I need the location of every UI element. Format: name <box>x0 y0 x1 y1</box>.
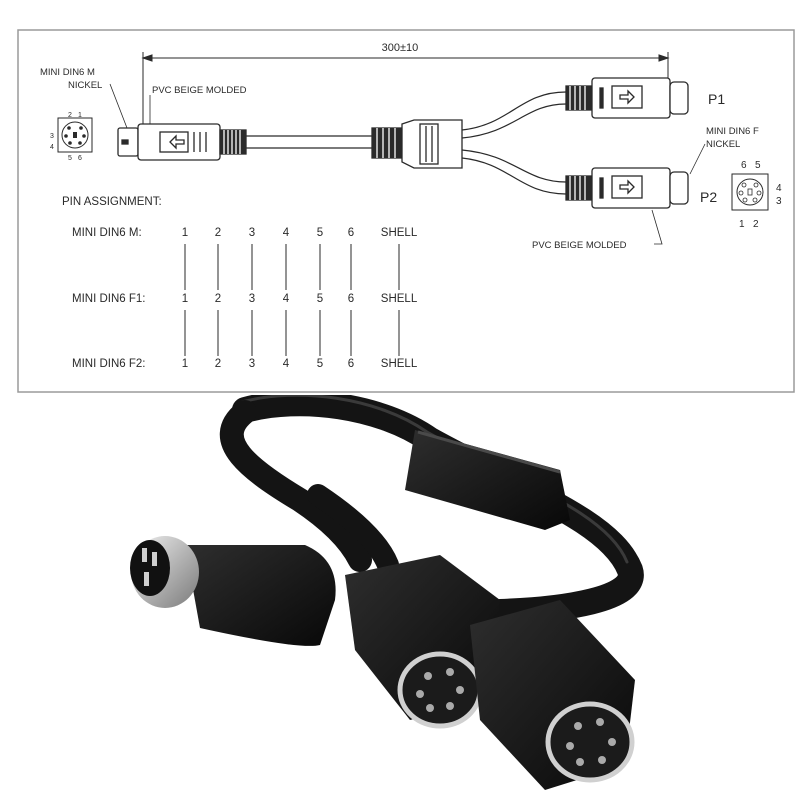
pin-cell: SHELL <box>381 358 418 370</box>
female-pin-label: 1 <box>739 219 745 230</box>
pin-cell: 2 <box>215 293 221 305</box>
pin-connection-lines <box>184 244 400 356</box>
female-connector-2-photo <box>470 600 635 790</box>
strain-relief-left <box>223 130 241 154</box>
pin-cell: 1 <box>182 358 188 370</box>
male-pin-label: 3 <box>50 133 54 140</box>
female-connector-label: MINI DIN6 F <box>706 126 759 137</box>
pin-cell: 6 <box>348 227 354 239</box>
ferrite-bead <box>405 430 570 530</box>
port-p2-label: P2 <box>700 189 717 205</box>
main-cable <box>246 135 372 149</box>
female-connector-sublabel: NICKEL <box>706 139 740 150</box>
pin-cell: 5 <box>317 227 323 239</box>
pin-cell: 3 <box>249 358 255 370</box>
pin-cell: 5 <box>317 358 323 370</box>
cable-technical-drawing: 300±10 MINI DIN6 M NICKEL PVC BEIGE MOLD… <box>17 29 795 393</box>
pin-cell: 2 <box>215 227 221 239</box>
pin-cell: 4 <box>283 293 290 305</box>
leader-male-nickel <box>109 83 128 129</box>
female-pin-face-icon <box>731 173 769 211</box>
male-pin-face-icon <box>57 117 93 153</box>
male-pin-label: 6 <box>78 155 82 162</box>
male-pin-label: 5 <box>68 155 72 162</box>
pin-cell: 3 <box>249 227 255 239</box>
female-pin-label: 2 <box>753 219 759 230</box>
female-pin-label: 3 <box>776 196 782 207</box>
dimension-label: 300±10 <box>382 42 419 54</box>
leader-female-nickel <box>689 143 706 175</box>
dimension-line <box>141 52 670 128</box>
male-connector-sublabel: NICKEL <box>68 80 102 91</box>
male-connector-photo <box>130 536 336 646</box>
port-p1-label: P1 <box>708 91 725 107</box>
split-cables <box>461 91 567 195</box>
male-connector-label: MINI DIN6 M <box>40 67 95 78</box>
pin-row-label: MINI DIN6 F2: <box>72 358 145 370</box>
product-photo <box>130 395 644 790</box>
pin-row-f2: MINI DIN6 F2: 1 2 3 4 5 6 SHELL <box>72 358 418 370</box>
pin-cell: 5 <box>317 293 323 305</box>
molded-bottom-label: PVC BEIGE MOLDED <box>532 240 627 251</box>
female-connector-p1-drawing <box>565 77 689 119</box>
pin-cell: 3 <box>249 293 255 305</box>
pin-cell: 6 <box>348 293 354 305</box>
molded-top-label: PVC BEIGE MOLDED <box>152 85 247 96</box>
female-connector-1-photo <box>345 555 500 729</box>
pin-cell: 1 <box>182 227 188 239</box>
pin-cell: SHELL <box>381 227 418 239</box>
pin-cell: 4 <box>283 227 290 239</box>
pin-cell: SHELL <box>381 293 418 305</box>
female-pin-label: 4 <box>776 183 782 194</box>
pin-cell: 6 <box>348 358 354 370</box>
pin-cell: 4 <box>283 358 290 370</box>
male-pin-label: 1 <box>78 112 82 119</box>
pin-row-f1: MINI DIN6 F1: 1 2 3 4 5 6 SHELL <box>72 293 418 305</box>
pin-row-label: MINI DIN6 F1: <box>72 293 145 305</box>
pin-row-label: MINI DIN6 M: <box>72 227 142 239</box>
pin-assignment-title: PIN ASSIGNMENT: <box>62 196 162 208</box>
female-connector-p2-drawing <box>565 167 689 209</box>
pin-cell: 2 <box>215 358 221 370</box>
male-connector-drawing <box>117 123 247 161</box>
female-pin-label: 5 <box>755 160 761 171</box>
pin-row-m: MINI DIN6 M: 1 2 3 4 5 6 SHELL <box>72 227 418 239</box>
leader-molded-bottom <box>651 209 663 245</box>
male-pin-label: 2 <box>68 112 72 119</box>
male-pin-label: 4 <box>50 144 54 151</box>
splitter-block <box>371 119 463 169</box>
female-pin-label: 6 <box>741 160 747 171</box>
pin-cell: 1 <box>182 293 188 305</box>
